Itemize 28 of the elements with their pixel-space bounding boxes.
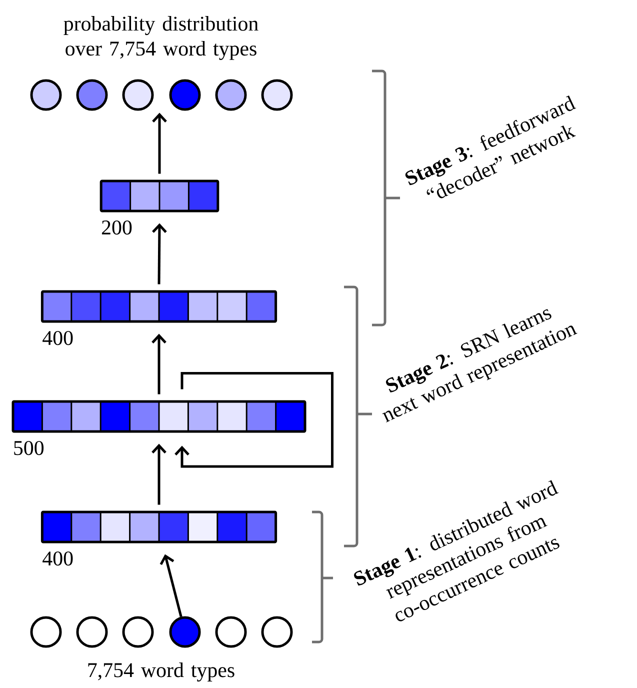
layer-bar — [40, 510, 278, 544]
layer-size: 200 — [102, 220, 132, 235]
unit-circle — [215, 616, 247, 648]
arrow — [160, 554, 182, 618]
arrow — [152, 444, 166, 505]
arrow — [174, 372, 334, 468]
unit-circle — [169, 616, 201, 648]
unit-circle — [261, 79, 293, 111]
layer-caption: 7,754 word types — [88, 662, 234, 682]
unit-circle — [169, 79, 201, 111]
arrow — [152, 334, 166, 394]
unit-circle — [122, 79, 154, 111]
arrow — [152, 112, 167, 174]
layer-caption: probability distribution over 7,754 word types — [64, 16, 258, 60]
layer-bar — [40, 290, 278, 323]
layer-size: 400 — [42, 551, 73, 566]
unit-circle — [30, 79, 62, 111]
arrow — [152, 223, 167, 284]
layer-bar — [12, 400, 306, 433]
unit-circle — [122, 616, 154, 648]
unit-circle — [261, 616, 293, 648]
unit-circle — [215, 79, 247, 111]
layer-bar — [100, 180, 220, 212]
unit-circle — [30, 616, 62, 648]
layer-size: 400 — [42, 330, 73, 346]
unit-circle — [76, 79, 108, 111]
layer-size: 500 — [14, 440, 44, 456]
unit-circle — [76, 616, 108, 648]
